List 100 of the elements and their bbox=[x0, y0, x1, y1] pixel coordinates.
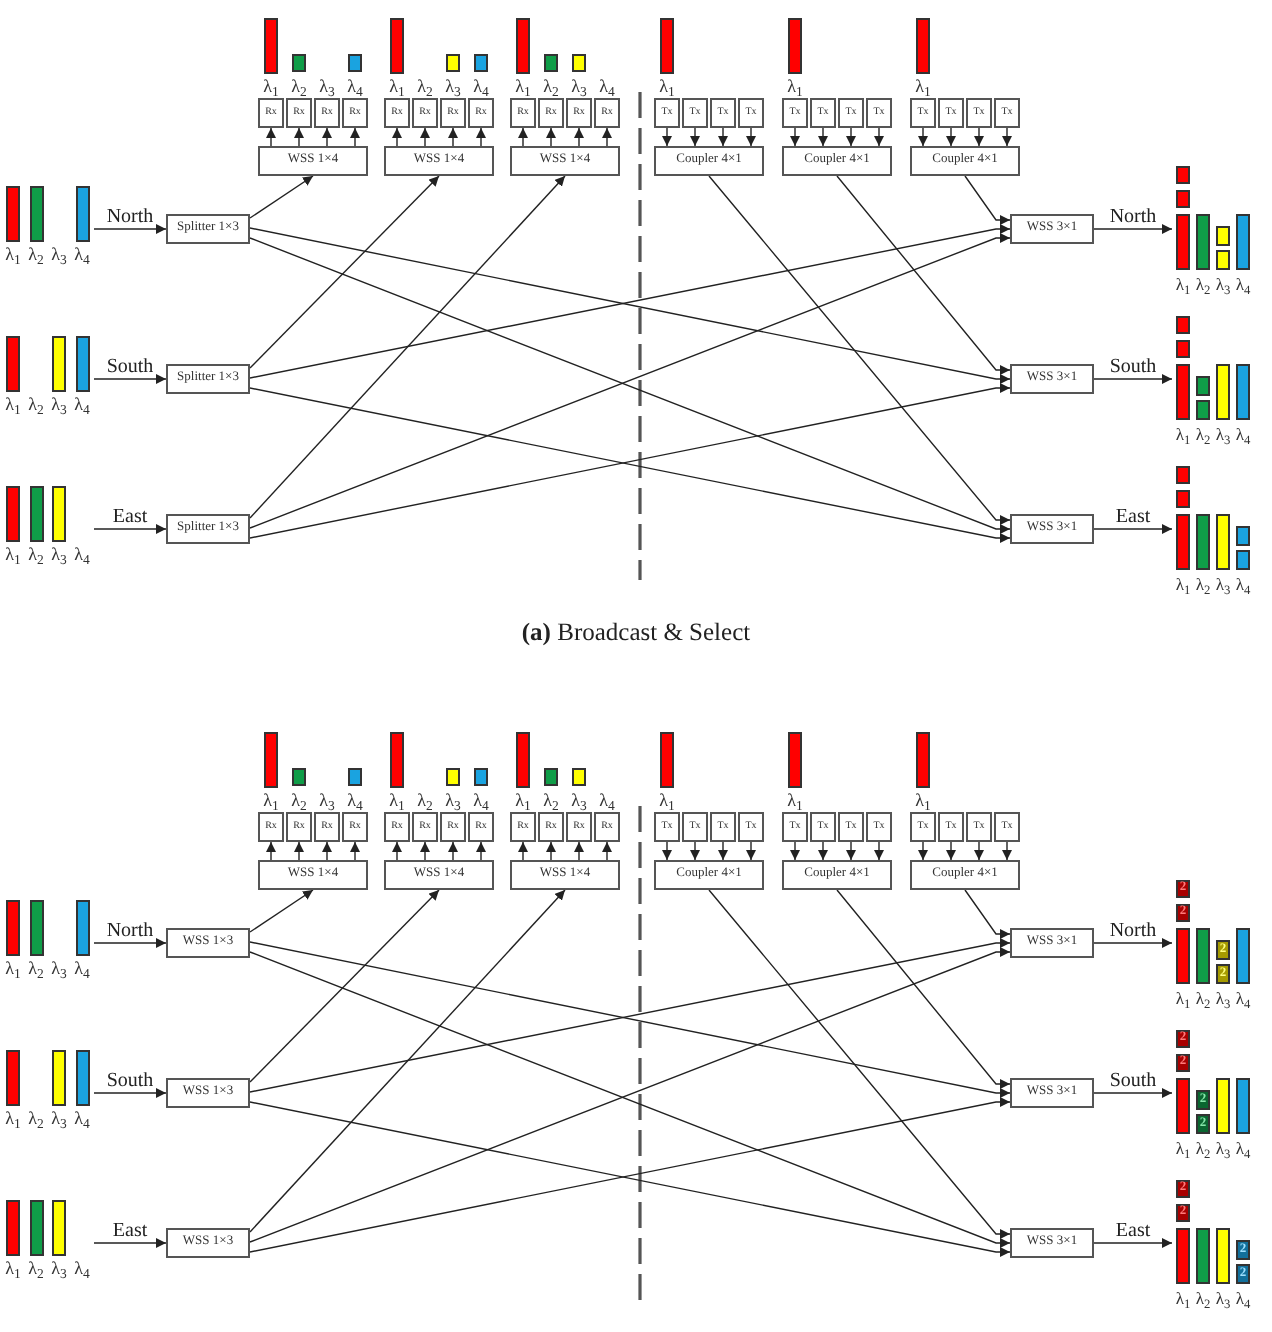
arrow bbox=[93, 938, 167, 948]
wavelength-label: λ$_{2}$ bbox=[28, 1108, 44, 1128]
wavelength-label: λ$_{2}$ bbox=[28, 544, 44, 564]
wavelength-label: λ$_{3}$ bbox=[51, 1258, 67, 1278]
edge-label: North bbox=[1109, 919, 1157, 941]
wavelength-label: λ$_{1}$ bbox=[1175, 1288, 1191, 1308]
arrow bbox=[448, 841, 458, 861]
wavelength-label: λ$_{3}$ bbox=[51, 958, 67, 978]
arrow bbox=[1093, 1238, 1173, 1248]
arrow bbox=[350, 127, 360, 147]
wavelength-label: λ$_{1}$ bbox=[787, 790, 803, 810]
edge-label: South bbox=[1109, 1069, 1157, 1091]
wavelength-label: λ$_{1}$ bbox=[5, 1108, 21, 1128]
wavelength-label: λ$_{2}$ bbox=[543, 76, 559, 96]
arrow bbox=[546, 127, 556, 147]
arrow bbox=[574, 841, 584, 861]
wavelength-label: λ$_{4}$ bbox=[1235, 274, 1251, 294]
arrow bbox=[420, 127, 430, 147]
arrow bbox=[602, 127, 612, 147]
wavelength-label: λ$_{4}$ bbox=[1235, 424, 1251, 444]
wavelength-label: λ$_{1}$ bbox=[1175, 988, 1191, 1008]
arrow bbox=[1093, 1088, 1173, 1098]
arrow bbox=[1093, 938, 1173, 948]
arrow bbox=[93, 524, 167, 534]
arrow bbox=[1093, 224, 1173, 234]
arrow bbox=[690, 127, 700, 147]
arrow bbox=[476, 841, 486, 861]
wavelength-label: λ$_{2}$ bbox=[1195, 988, 1211, 1008]
arrow bbox=[266, 127, 276, 147]
wavelength-label: λ$_{4}$ bbox=[347, 790, 363, 810]
edge-label: East bbox=[112, 505, 148, 527]
arrow bbox=[874, 127, 884, 147]
wavelength-label: λ$_{1}$ bbox=[5, 1258, 21, 1278]
arrow bbox=[1093, 524, 1173, 534]
wavelength-label: λ$_{2}$ bbox=[417, 790, 433, 810]
arrow bbox=[818, 127, 828, 147]
wavelength-label: λ$_{4}$ bbox=[74, 244, 90, 264]
wavelength-label: λ$_{2}$ bbox=[291, 76, 307, 96]
wavelength-label: λ$_{4}$ bbox=[599, 76, 615, 96]
wavelength-label: λ$_{4}$ bbox=[1235, 1138, 1251, 1158]
wavelength-label: λ$_{4}$ bbox=[74, 544, 90, 564]
wavelength-label: λ$_{2}$ bbox=[417, 76, 433, 96]
arrow bbox=[93, 1238, 167, 1248]
arrow bbox=[392, 841, 402, 861]
arrow bbox=[93, 1088, 167, 1098]
edge-label: East bbox=[112, 1219, 148, 1241]
wavelength-label: λ$_{1}$ bbox=[5, 544, 21, 564]
wavelength-label: λ$_{1}$ bbox=[659, 790, 675, 810]
arrow bbox=[974, 841, 984, 861]
wavelength-label: λ$_{2}$ bbox=[291, 790, 307, 810]
arrow bbox=[718, 841, 728, 861]
wavelength-label: λ$_{1}$ bbox=[915, 76, 931, 96]
arrow bbox=[518, 841, 528, 861]
edge-label: South bbox=[106, 1069, 154, 1091]
arrow bbox=[874, 841, 884, 861]
wavelength-label: λ$_{1}$ bbox=[5, 394, 21, 414]
wavelength-label: λ$_{2}$ bbox=[543, 790, 559, 810]
edge-label: North bbox=[106, 205, 154, 227]
arrow bbox=[846, 127, 856, 147]
arrow bbox=[836, 889, 1011, 1089]
arrow bbox=[350, 841, 360, 861]
wavelength-label: λ$_{3}$ bbox=[51, 544, 67, 564]
wavelength-label: λ$_{1}$ bbox=[1175, 274, 1191, 294]
edge-label: East bbox=[1115, 1219, 1151, 1241]
wavelength-label: λ$_{3}$ bbox=[571, 790, 587, 810]
wavelength-label: λ$_{1}$ bbox=[515, 790, 531, 810]
arrow bbox=[708, 889, 1011, 1239]
wavelength-label: λ$_{3}$ bbox=[1215, 574, 1231, 594]
arrow bbox=[420, 841, 430, 861]
arrow bbox=[790, 841, 800, 861]
wavelength-label: λ$_{3}$ bbox=[1215, 424, 1231, 444]
wavelength-label: λ$_{3}$ bbox=[51, 1108, 67, 1128]
wavelength-label: λ$_{2}$ bbox=[28, 394, 44, 414]
wavelength-label: λ$_{3}$ bbox=[1215, 1138, 1231, 1158]
arrow bbox=[746, 127, 756, 147]
arrow bbox=[249, 889, 566, 1233]
arrow bbox=[546, 841, 556, 861]
arrow bbox=[249, 889, 314, 933]
arrow bbox=[602, 841, 612, 861]
arrow bbox=[249, 175, 566, 519]
wavelength-label: λ$_{2}$ bbox=[1195, 1288, 1211, 1308]
edge-label: North bbox=[106, 919, 154, 941]
wavelength-label: λ$_{4}$ bbox=[473, 76, 489, 96]
wavelength-label: λ$_{2}$ bbox=[28, 1258, 44, 1278]
wavelength-label: λ$_{4}$ bbox=[1235, 988, 1251, 1008]
arrow bbox=[946, 127, 956, 147]
wavelength-label: λ$_{2}$ bbox=[1195, 274, 1211, 294]
wavelength-label: λ$_{2}$ bbox=[28, 958, 44, 978]
arrow bbox=[1002, 127, 1012, 147]
wavelength-label: λ$_{4}$ bbox=[473, 790, 489, 810]
edge-label: North bbox=[1109, 205, 1157, 227]
arrow bbox=[93, 224, 167, 234]
wavelength-label: λ$_{1}$ bbox=[915, 790, 931, 810]
arrow bbox=[249, 175, 440, 369]
wavelength-label: λ$_{3}$ bbox=[51, 394, 67, 414]
wavelength-label: λ$_{1}$ bbox=[389, 790, 405, 810]
wavelength-label: λ$_{3}$ bbox=[445, 790, 461, 810]
arrow bbox=[662, 127, 672, 147]
wavelength-label: λ$_{3}$ bbox=[1215, 988, 1231, 1008]
arrow bbox=[690, 841, 700, 861]
